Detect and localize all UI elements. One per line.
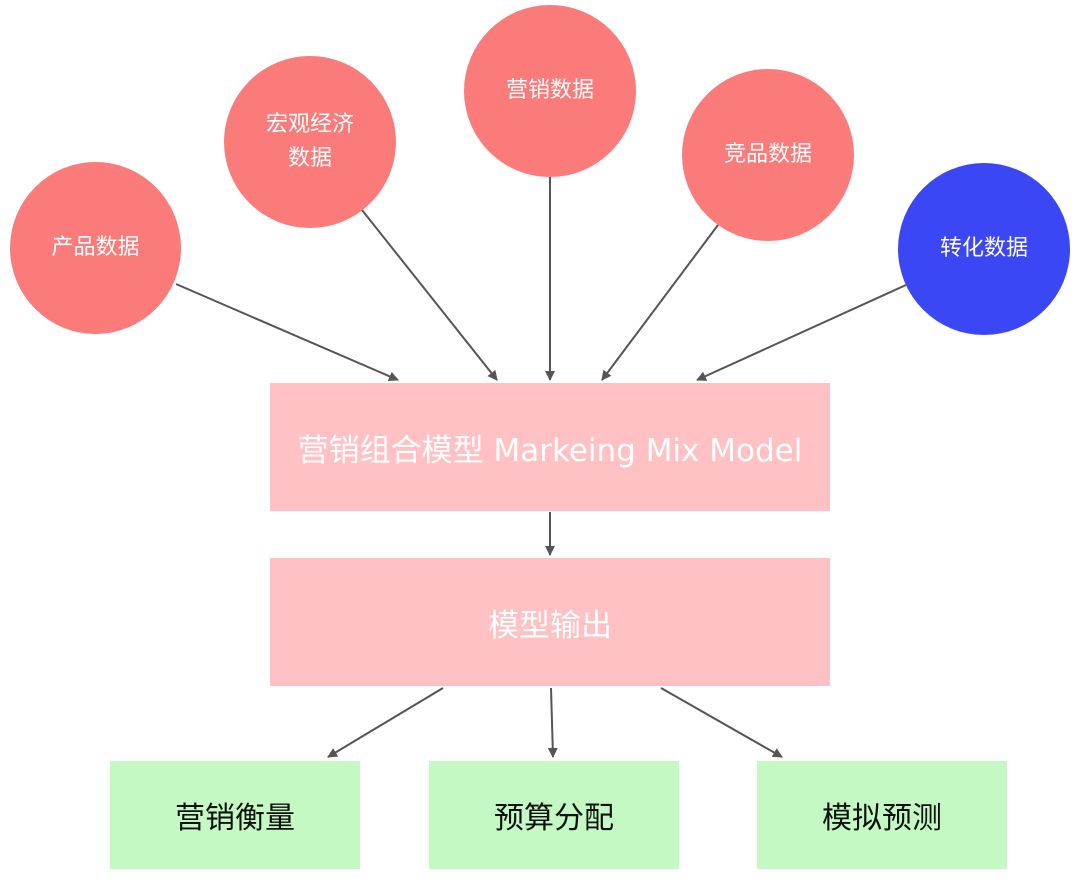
node-marketing-measurement-label: 营销衡量 [175,801,295,836]
node-product-data: 产品数据 [10,162,181,334]
node-simulation-forecast-label: 模拟预测 [822,801,942,836]
node-marketing-measurement: 营销衡量 [110,761,360,869]
node-marketing-mix-model-label: 营销组合模型 Markeing Mix Model [297,432,803,469]
node-product-data-label: 产品数据 [51,235,140,260]
node-marketing-data-label: 营销数据 [505,78,594,103]
node-macro-economic-data: 宏观经济 数据 [224,56,396,228]
node-budget-allocation-label: 预算分配 [494,801,614,836]
node-marketing-data: 营销数据 [464,5,636,177]
arrow-output-to-forecast [660,687,783,758]
arrow-output-to-measure [327,687,444,758]
arrow-output-to-budget [547,687,558,758]
arrow-product-to-model [175,283,399,382]
arrow-macro-to-model [361,209,498,381]
node-competitor-data: 竞品数据 [682,69,854,241]
node-budget-allocation: 预算分配 [429,761,679,869]
node-macro-economic-data-label: 宏观经济 数据 [265,112,354,171]
arrow-compete-to-model [601,224,719,381]
node-model-output-label: 模型输出 [488,607,612,644]
node-simulation-forecast: 模拟预测 [757,761,1007,869]
arrow-convert-to-model [696,284,907,381]
node-marketing-mix-model: 营销组合模型 Markeing Mix Model [270,383,830,511]
node-conversion-data: 转化数据 [898,163,1070,335]
node-competitor-data-label: 竞品数据 [723,142,812,167]
node-model-output: 模型输出 [270,558,830,686]
node-conversion-data-label: 转化数据 [939,236,1028,261]
